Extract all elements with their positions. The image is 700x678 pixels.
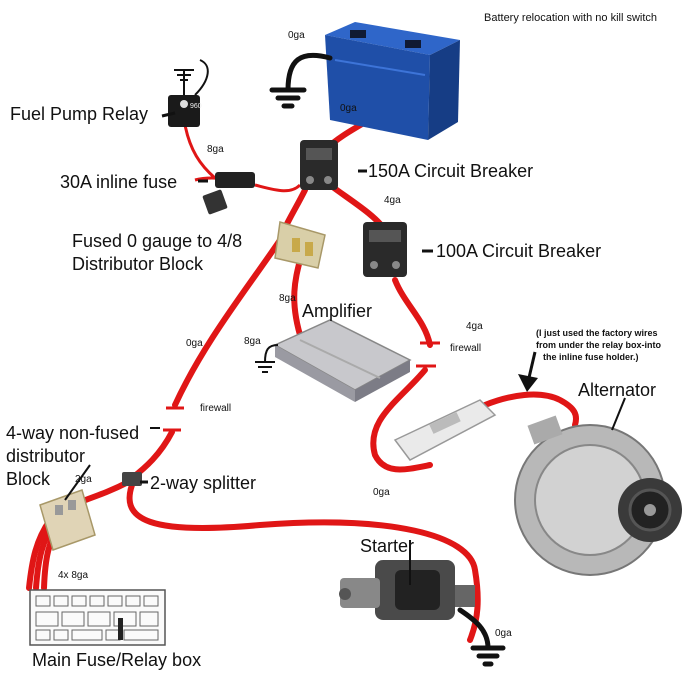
- note-arrow-icon: [518, 351, 538, 392]
- wire-label-main-run: 0ga: [186, 338, 203, 349]
- wire-label-alt: 4ga: [466, 321, 483, 332]
- wire-label-relay: 8ga: [207, 144, 224, 155]
- four-way-pointer: [64, 464, 91, 501]
- wire-label-battery-positive: 0ga: [340, 103, 357, 114]
- label-fuel-pump-relay: Fuel Pump Relay: [10, 104, 149, 124]
- wire-alt-lower: [370, 367, 433, 473]
- label-alternator: Alternator: [578, 380, 657, 400]
- wire-label-fuse-box: 4x 8ga: [58, 570, 89, 581]
- amplifier-icon: [273, 319, 412, 402]
- label-breaker-150: 150A Circuit Breaker: [368, 161, 534, 181]
- wire-fuse-breaker: [254, 183, 302, 193]
- firewall-marker-right: [416, 341, 440, 368]
- note-line1: (I just used the factory wires: [536, 328, 658, 338]
- label-distributor-line1: Fused 0 gauge to 4/8: [72, 231, 243, 251]
- wire-label-starter-ground: 0ga: [495, 628, 512, 639]
- label-splitter: 2-way splitter: [150, 473, 257, 493]
- label-distributor-line2: Distributor Block: [72, 254, 204, 274]
- label-four-way-line1: 4-way non-fused: [6, 423, 140, 443]
- splitter-icon: [122, 472, 142, 486]
- wire-label-firewall-right: firewall: [450, 343, 482, 354]
- wire-label-amp-ground: 8ga: [244, 336, 261, 347]
- wire-label-firewall-left: firewall: [200, 403, 232, 414]
- fuse-box-icon: [29, 589, 166, 646]
- label-four-way-line3: Block: [6, 469, 51, 489]
- starter-icon: [339, 560, 475, 620]
- fuse-holder-icon: [393, 399, 497, 461]
- alternator-pointer: [611, 397, 626, 431]
- amp-ground-icon: [255, 344, 279, 373]
- distributor-block-icon: [274, 221, 326, 269]
- wire-label-breaker-link: 4ga: [384, 195, 401, 206]
- wire-to-alternator: [482, 391, 580, 428]
- label-pointers: [140, 111, 433, 484]
- label-amplifier: Amplifier: [302, 301, 373, 321]
- wire-label-amp-power: 8ga: [279, 293, 296, 304]
- relay-ground-icon: [174, 69, 194, 95]
- starter-ground-icon: [457, 607, 506, 667]
- note-line3: the inline fuse holder.): [543, 352, 639, 362]
- wire-starter-run: [126, 482, 481, 643]
- label-main-fuse-box: Main Fuse/Relay box: [32, 650, 202, 670]
- breaker-150-icon: [300, 140, 338, 190]
- note-line2: from under the relay box-into: [536, 340, 662, 350]
- alternator-icon: [514, 415, 682, 576]
- battery-icon: [325, 22, 460, 140]
- relay-icon: 960: [168, 59, 209, 127]
- wire-main-run: [172, 187, 308, 408]
- wire-amp-power: [291, 257, 303, 338]
- battery-ground-icon: [269, 52, 333, 109]
- label-starter: Starter: [360, 536, 415, 556]
- diagram-title: Battery relocation with no kill switch: [484, 12, 658, 24]
- wire-alt-upper: [392, 277, 433, 348]
- wire-label-splitter: 2ga: [75, 474, 92, 485]
- wire-label-starter-run: 0ga: [373, 487, 390, 498]
- wire-label-battery-ground: 0ga: [288, 30, 305, 41]
- label-four-way-line2: distributor: [6, 446, 86, 466]
- label-inline-fuse: 30A inline fuse: [60, 172, 178, 192]
- breaker-100-icon: [363, 222, 407, 277]
- label-breaker-100: 100A Circuit Breaker: [436, 241, 602, 261]
- wire-relay-down: [183, 124, 216, 180]
- firewall-marker-left: [163, 406, 184, 432]
- svg-text:960: 960: [190, 103, 202, 110]
- inline-fuse-icon: [202, 172, 255, 215]
